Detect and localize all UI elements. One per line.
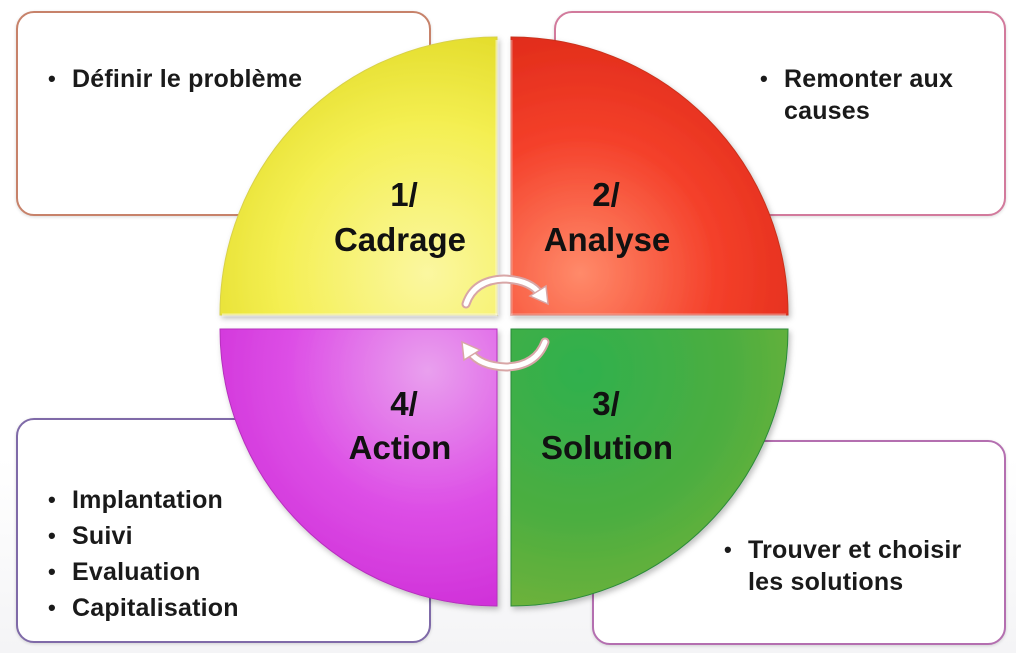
box-action-steps-list: Implantation Suivi Evaluation Capitalisa…: [36, 482, 429, 626]
quadrant-solution-number: 3/: [592, 385, 620, 422]
quadrant-cadrage-name: Cadrage: [334, 221, 466, 258]
curved-arrow-left-icon: [461, 337, 550, 372]
quadrant-analyse-name: Analyse: [544, 221, 671, 258]
list-item: Trouver et choisir les solutions: [712, 534, 1004, 598]
list-item-line-1: Trouver et choisir: [748, 536, 962, 564]
box-solutions-list: Trouver et choisir les solutions: [712, 534, 1004, 598]
list-item: Remonter aux causes: [748, 63, 1004, 127]
quadrant-action: [219, 328, 498, 607]
list-item-line-1: Remonter aux: [784, 65, 954, 93]
quadrant-solution-name: Solution: [541, 429, 673, 466]
box-causes-list: Remonter aux causes: [748, 63, 1004, 127]
list-item: Evaluation: [36, 554, 429, 590]
list-item: Définir le problème: [36, 63, 429, 95]
quadrant-cadrage-number: 1/: [390, 176, 418, 213]
curved-arrow-right-icon: [461, 274, 549, 309]
box-define-problem-list: Définir le problème: [36, 63, 429, 95]
list-item-line-2: les solutions: [748, 568, 904, 596]
list-item: Suivi: [36, 518, 429, 554]
quadrant-action-name: Action: [349, 429, 452, 466]
list-item: Implantation: [36, 482, 429, 518]
quadrant-analyse-number: 2/: [592, 176, 620, 213]
list-item: Capitalisation: [36, 590, 429, 626]
quadrant-cadrage: [219, 36, 498, 316]
list-item-line-2: causes: [784, 97, 870, 125]
quadrant-action-number: 4/: [390, 385, 418, 422]
quadrant-analyse: [510, 36, 789, 316]
quadrant-solution: [510, 328, 789, 607]
